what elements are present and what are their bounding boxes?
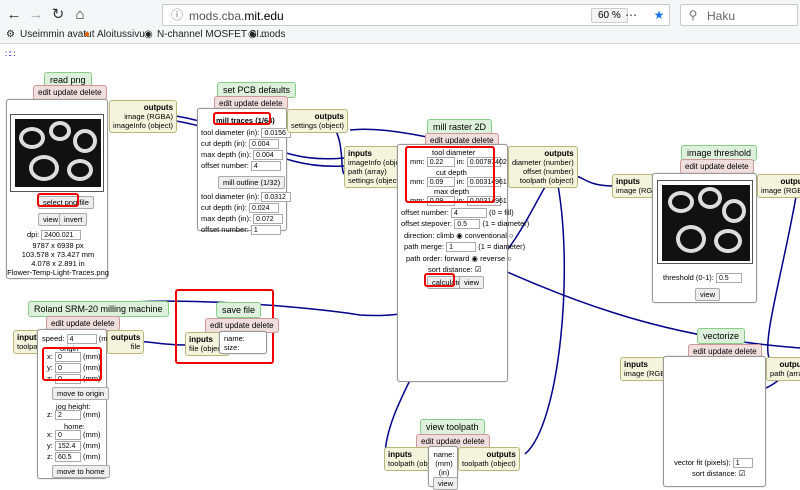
depth-mm-field[interactable]: 0.09 [426,177,455,188]
offset-number-field[interactable]: 4 [450,208,487,219]
stepover-field[interactable]: 0.5 [454,219,481,230]
image-threshold-module: threshold (0-1): 0.5 view [652,173,757,303]
info-icon[interactable]: ⓘ [170,8,183,22]
depth-in-field[interactable]: 0.00314961 [466,177,507,188]
png-preview [10,114,104,192]
offset-number-field[interactable]: 1 [250,225,281,236]
max-depth-field[interactable]: 0.072 [253,214,284,225]
search-icon: ⚲ [688,8,698,22]
bookmark-mods[interactable]: mods [261,29,286,40]
search-input[interactable]: Haku [707,9,736,23]
highlight-calculate [424,273,455,287]
cut-depth-field[interactable]: 0.024 [248,203,279,214]
preset-mill-traces[interactable]: mill traces (1/64) [216,116,275,125]
jog-height-field[interactable]: 2 [54,410,81,421]
search-bar[interactable]: ⚲ Haku [680,4,798,26]
reload-icon[interactable]: ↻ [51,6,65,23]
dpi-field[interactable]: 2400.021 [41,230,82,241]
view-button[interactable]: view [433,477,459,490]
mill-raster-module: tool diameter mm: 0.22 in: 0.00787402 cu… [397,144,529,382]
view-button[interactable]: view [459,276,485,289]
read-png-module: select png file view invert dpi: 2400.02… [6,99,109,279]
back-icon[interactable]: ← [6,6,22,23]
offset-number-field[interactable]: 4 [250,161,281,172]
max-depth-field[interactable]: 0.004 [253,150,284,161]
save-file-title[interactable]: save file [216,302,262,318]
path-merge-field[interactable]: 1 [446,242,477,253]
threshold-field[interactable]: 0.5 [715,273,742,284]
threshold-preview [657,180,753,264]
highlight-select-png [37,193,79,207]
vectorize-outputs: outputspath (array) [766,357,800,381]
tool-in-field[interactable]: 0.00787402 [466,157,507,168]
tool-mm-field[interactable]: 0.22 [426,157,455,168]
view-button[interactable]: view [695,288,721,301]
sort-distance-checkbox[interactable]: ☑ [474,265,482,274]
forward-radio[interactable]: ◉ [471,254,479,263]
vectorize-module: vector fit (pixels): 1 sort distance: ☑ [663,356,766,487]
tool-diameter-field[interactable]: 0.0156 [261,128,292,139]
bookmark-home[interactable]: Aloitussivu [97,29,145,40]
menu-grid-icon[interactable]: ∷∷ [5,49,16,59]
move-to-origin-button[interactable]: move to origin [52,387,110,400]
bookmark-mosfet[interactable]: N-channel MOSFET SI... [157,29,268,40]
sort-distance-checkbox[interactable]: ☑ [738,469,746,478]
zoom-level[interactable]: 60 % [591,8,628,23]
firefox-icon: ● [84,29,91,40]
highlight-tool-settings [405,146,495,203]
mill-outline-button[interactable]: mill outline (1/32) [218,176,286,189]
browser-toolbar: ← → ↻ ⌂ ⓘ mods.cba.mit.edu 60 % ⋯ ★ ⚲ Ha… [0,0,800,44]
cut-depth-field[interactable]: 0.004 [248,139,279,150]
roland-module: speed: 4 (mm/s) origin x: 0 (mm) y: 0 (m… [37,329,122,479]
view-toolpath-module: name:(mm)(in) view [428,446,459,490]
home-y-field[interactable]: 152.4 [54,441,81,452]
speed-field[interactable]: 4 [66,334,97,345]
home-z-field[interactable]: 60.5 [54,452,81,463]
globe-icon: ◉ [248,29,257,40]
vectorize-title[interactable]: vectorize [697,328,746,344]
roland-title[interactable]: Roland SRM-20 milling machine [28,301,169,317]
tool-diameter-field[interactable]: 0.0312 [261,192,292,203]
bookmark-star-icon[interactable]: ★ [653,8,665,22]
pcb-defaults-module: mill traces (1/64) tool diameter (in): 0… [197,108,292,236]
home-icon[interactable]: ⌂ [75,6,85,23]
origin-y-field[interactable]: 0 [54,363,81,374]
reverse-radio[interactable]: ○ [507,254,512,263]
save-file-module: name: size: [219,331,267,354]
view-toolpath-title[interactable]: view toolpath [420,419,485,435]
url-text: mods.cba.mit.edu [189,9,284,23]
bookmark-most-visited[interactable]: Useimmin avatut [20,29,95,40]
move-to-home-button[interactable]: move to home [52,465,110,478]
highlight-mill-traces [213,112,271,125]
globe-icon: ◉ [144,29,153,40]
gear-icon[interactable]: ⚙ [6,29,15,40]
vector-fit-field[interactable]: 1 [732,458,753,469]
climb-radio[interactable]: ◉ [456,231,463,240]
read-png-actions[interactable]: edit update delete [33,85,107,100]
conventional-radio[interactable]: ○ [508,231,514,240]
view-toolpath-actions[interactable]: edit update delete [416,434,490,449]
mods-canvas[interactable]: ∷∷ read png edit update delete s [0,45,800,490]
url-bar[interactable]: ⓘ mods.cba.mit.edu 60 % ⋯ ★ [162,4,670,26]
more-icon[interactable]: ⋯ [625,8,637,22]
origin-x-field[interactable]: 0 [54,352,81,363]
invert-button[interactable]: invert [59,213,88,226]
threshold-actions[interactable]: edit update delete [680,159,754,174]
dpi-row: dpi: 2400.021 [27,230,82,241]
home-x-field[interactable]: 0 [54,430,81,441]
highlight-origin [42,347,102,381]
forward-icon[interactable]: → [28,6,44,23]
